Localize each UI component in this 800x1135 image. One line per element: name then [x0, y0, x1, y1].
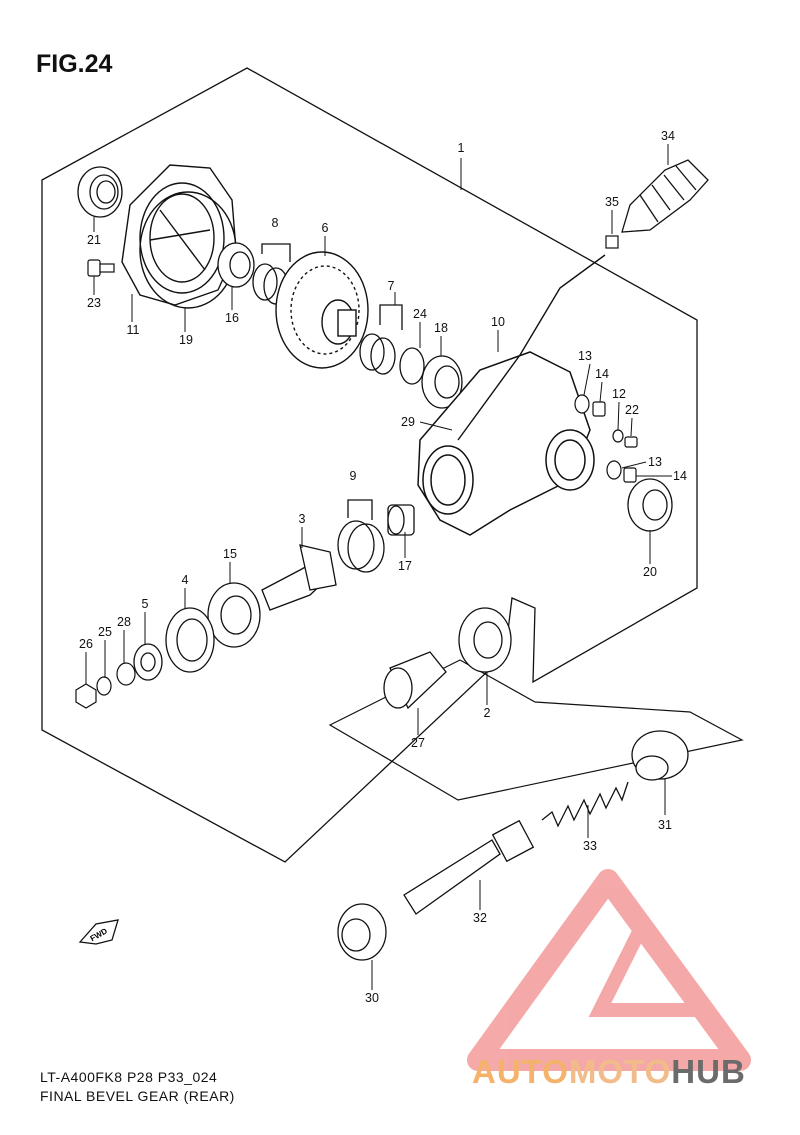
part-9-shims: [337, 499, 385, 573]
callout-13-top: 13: [578, 349, 592, 363]
callout-21: 21: [87, 233, 101, 247]
callout-20: 20: [643, 565, 657, 579]
parts-12-14-plugs-washers: [574, 394, 638, 483]
part-20-oil-seal: [627, 478, 673, 532]
callout-5: 5: [142, 597, 149, 611]
part-23-bolt: [87, 259, 115, 277]
watermark-wordmark: AUTOMOTOHUB: [472, 1053, 746, 1091]
part-18-bearing: [421, 355, 463, 409]
callout-10: 10: [491, 315, 505, 329]
callout-24: 24: [413, 307, 427, 321]
figure-code: LT-A400FK8 P28 P33_024: [40, 1069, 218, 1085]
part-11-gear-case-cover: [121, 164, 237, 306]
callout-35: 35: [605, 195, 619, 209]
callout-22: 22: [625, 403, 639, 417]
callout-32: 32: [473, 911, 487, 925]
part-16-bearing: [217, 242, 255, 288]
part-3-bevel-pinion: [261, 544, 337, 611]
callout-1: 1: [458, 141, 465, 155]
callout-2: 2: [484, 706, 491, 720]
part-10-gear-case: [417, 351, 595, 536]
callout-14-bottom: 14: [673, 469, 687, 483]
callout-29: 29: [401, 415, 415, 429]
callout-27: 27: [411, 736, 425, 750]
part-33-spring: [541, 781, 629, 828]
forward-direction-arrow: FWD: [78, 919, 119, 945]
part-24-shim: [399, 347, 425, 385]
figure-name: FINAL BEVEL GEAR (REAR): [40, 1088, 235, 1104]
callout-23: 23: [87, 296, 101, 310]
callout-6: 6: [322, 221, 329, 235]
callout-labels: 1 21 23 11 19 16 8 6 7 24 18 10 29 35 34…: [79, 129, 687, 1005]
callout-34: 34: [661, 129, 675, 143]
callout-13-bottom: 13: [648, 455, 662, 469]
wordmark-moto: MOTO: [568, 1053, 672, 1090]
part-30-boot: [337, 903, 387, 961]
callout-15: 15: [223, 547, 237, 561]
callout-18: 18: [434, 321, 448, 335]
callout-4: 4: [182, 573, 189, 587]
callout-14-top: 14: [595, 367, 609, 381]
callout-30: 30: [365, 991, 379, 1005]
watermark-logo-mark: [467, 869, 751, 1071]
callout-7: 7: [388, 279, 395, 293]
callout-12: 12: [612, 387, 626, 401]
wordmark-auto: AUTO: [472, 1053, 569, 1090]
callout-26: 26: [79, 637, 93, 651]
part-2-oil-seal: [458, 607, 512, 673]
part-7-shims: [359, 304, 403, 375]
callout-28: 28: [117, 615, 131, 629]
callout-9: 9: [350, 469, 357, 483]
part-35-clamp: [605, 235, 619, 249]
part-29-breather-hose: [457, 254, 606, 441]
part-34-boot: [621, 159, 709, 233]
callout-25: 25: [98, 625, 112, 639]
part-4-bearing: [165, 607, 215, 673]
part-6-bevel-gear: [275, 251, 369, 369]
part-32-propeller-shaft: [403, 819, 535, 915]
subgroup-outline: [328, 659, 744, 801]
part-31-spring-seat: [631, 730, 689, 781]
part-5-spacer: [133, 643, 163, 681]
figure-title: FIG.24: [36, 50, 113, 78]
callout-11: 11: [127, 323, 140, 337]
callout-31: 31: [658, 818, 672, 832]
callout-16: 16: [225, 311, 239, 325]
part-17-needle-bearing: [387, 504, 415, 536]
wordmark-hub: HUB: [671, 1053, 746, 1090]
callout-19: 19: [179, 333, 193, 347]
callout-3: 3: [299, 512, 306, 526]
part-15-bearing: [207, 582, 261, 648]
callout-17: 17: [398, 559, 412, 573]
leader-lines: [85, 144, 672, 990]
callout-8: 8: [272, 216, 279, 230]
assembly-outline: [41, 67, 698, 863]
parts-25-28-washers-nut: [75, 662, 136, 709]
callout-33: 33: [583, 839, 597, 853]
part-27-coupling: [383, 651, 447, 710]
part-21-oil-seal: [77, 166, 123, 218]
